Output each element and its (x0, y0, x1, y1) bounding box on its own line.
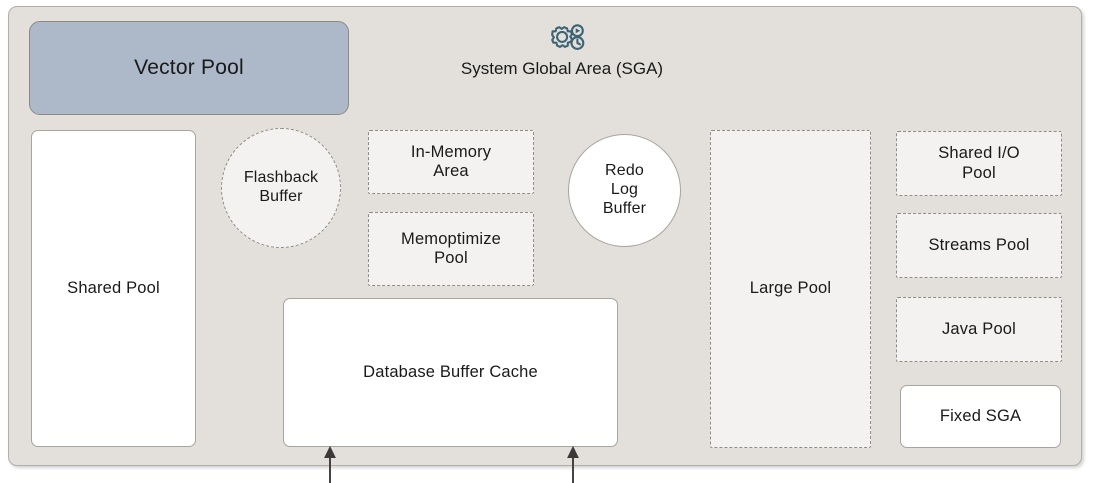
in-memory-area-label-line2: Area (433, 162, 469, 180)
streams-pool-label: Streams Pool (928, 235, 1030, 254)
redo-log-buffer-label-line3: Buffer (602, 199, 647, 217)
sga-title: System Global Area (SGA) (460, 59, 664, 78)
memoptimize-pool-label-line2: Pool (434, 249, 468, 267)
redo-log-buffer-label-line1: Redo (605, 162, 644, 180)
java-pool-box[interactable]: Java Pool (896, 297, 1062, 362)
fixed-sga-label: Fixed SGA (939, 406, 1022, 425)
redo-log-buffer-label-line2: Log (610, 181, 639, 199)
flashback-buffer-label: Flashback Buffer (244, 169, 318, 207)
shared-io-pool-label: Shared I/O Pool (938, 144, 1019, 183)
in-memory-area-box[interactable]: In-Memory Area (368, 130, 534, 194)
in-memory-area-label-line1: In-Memory (410, 142, 492, 161)
memoptimize-pool-label: Memoptimize Pool (401, 230, 501, 269)
shared-io-pool-box[interactable]: Shared I/O Pool (896, 131, 1062, 196)
database-buffer-cache-box[interactable]: Database Buffer Cache (283, 298, 618, 447)
redo-log-buffer-label: Redo Log Buffer (603, 162, 646, 219)
shared-pool-box[interactable]: Shared Pool (31, 130, 196, 447)
memoptimize-pool-label-line1: Memoptimize (401, 229, 501, 248)
sga-header: System Global Area (SGA) (432, 22, 692, 79)
java-pool-label: Java Pool (942, 319, 1016, 338)
vector-pool-box[interactable]: Vector Pool (29, 21, 349, 115)
shared-io-pool-label-line2: Pool (962, 163, 996, 182)
streams-pool-box[interactable]: Streams Pool (896, 213, 1062, 278)
flashback-buffer-circle[interactable]: Flashback Buffer (221, 128, 341, 248)
flashback-buffer-label-line1: Flashback (243, 169, 319, 187)
large-pool-box[interactable]: Large Pool (710, 130, 871, 448)
shared-io-pool-label-line1: Shared I/O (938, 144, 1020, 163)
fixed-sga-box[interactable]: Fixed SGA (900, 385, 1061, 448)
in-memory-area-label: In-Memory Area (411, 143, 491, 182)
vector-pool-label: Vector Pool (134, 55, 244, 79)
memoptimize-pool-box[interactable]: Memoptimize Pool (368, 212, 534, 286)
gear-clock-icon (551, 24, 585, 50)
large-pool-label: Large Pool (749, 279, 832, 298)
redo-log-buffer-circle[interactable]: Redo Log Buffer (568, 134, 681, 247)
flashback-buffer-label-line2: Buffer (259, 188, 303, 205)
shared-pool-label: Shared Pool (67, 278, 160, 297)
database-buffer-cache-label: Database Buffer Cache (363, 362, 538, 381)
